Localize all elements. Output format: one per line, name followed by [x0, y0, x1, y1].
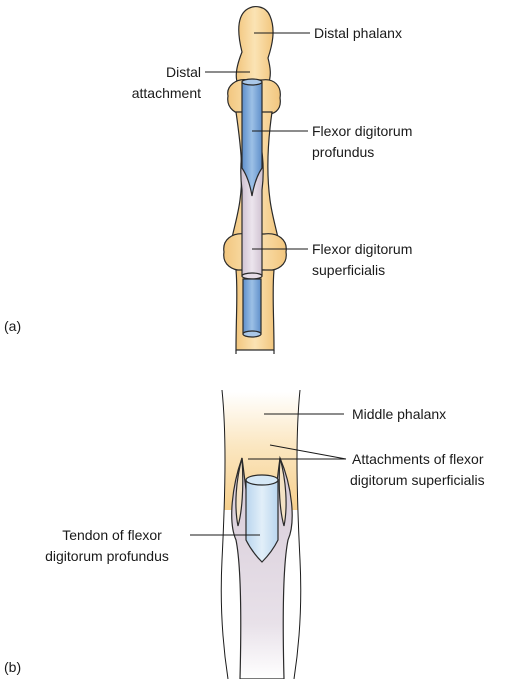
label-attachments-line2: digitorum superficialis: [350, 472, 485, 488]
label-fdp-line2: profundus: [312, 144, 374, 160]
label-attachments-line1: Attachments of flexor: [352, 451, 484, 467]
panel-a: Distal phalanx Distal attachment Flexor …: [4, 7, 412, 354]
fdp-tendon-cut-end-b: [246, 475, 278, 485]
label-distal-attachment-line2: attachment: [132, 85, 201, 101]
fds-tendon-cut-end: [242, 273, 262, 279]
fdp-tendon-cut-end: [243, 331, 261, 337]
label-fds-line1: Flexor digitorum: [312, 241, 412, 257]
label-distal-attachment-line1: Distal: [166, 64, 201, 80]
label-distal-phalanx: Distal phalanx: [314, 25, 402, 41]
label-fdp-line1: Flexor digitorum: [312, 123, 412, 139]
panel-b: Middle phalanx Attachments of flexor dig…: [4, 390, 485, 679]
panel-b-tag: (b): [4, 659, 21, 675]
label-middle-phalanx: Middle phalanx: [352, 406, 446, 422]
panel-a-tag: (a): [4, 318, 21, 334]
label-fds-line2: superficialis: [312, 262, 385, 278]
fdp-tendon-proximal: [243, 279, 261, 334]
label-tendon-line1: Tendon of flexor: [62, 527, 162, 543]
fdp-tendon-top: [242, 79, 262, 85]
label-tendon-line2: digitorum profundus: [45, 548, 169, 564]
